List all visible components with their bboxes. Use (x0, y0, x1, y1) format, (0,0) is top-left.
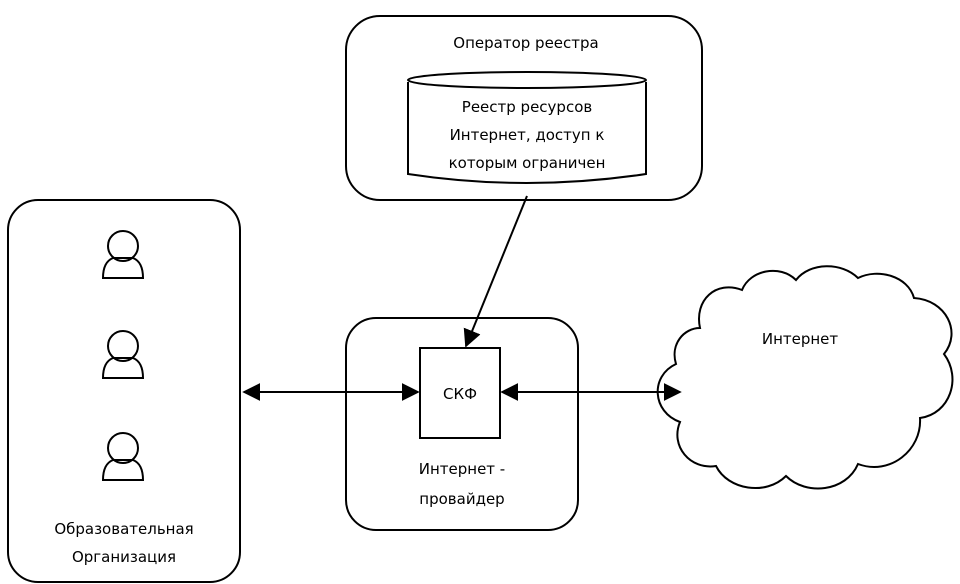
registry-database-line-1: Реестр ресурсов (462, 98, 592, 116)
isp-label-line-1: Интернет - (419, 460, 505, 478)
isp-label-line-2: провайдер (419, 490, 504, 508)
internet-cloud: Интернет (656, 265, 954, 490)
user-icon (101, 432, 145, 481)
registry-operator-box: Оператор реестра Реестр ресурсов Интерне… (345, 15, 703, 201)
organization-box: Образовательная Организация (7, 199, 241, 583)
user-icon (101, 330, 145, 379)
content-filter-box: СКФ (419, 347, 501, 439)
registry-database: Реестр ресурсов Интернет, доступ к котор… (407, 71, 647, 184)
organization-label-line-2: Организация (72, 548, 176, 566)
organization-label-line-1: Образовательная (54, 520, 193, 538)
isp-box: СКФ Интернет - провайдер (345, 317, 579, 531)
content-filter-label: СКФ (443, 385, 477, 403)
connector-registry-filter (463, 195, 528, 348)
registry-database-line-3: которым ограничен (449, 154, 606, 172)
registry-operator-title: Оператор реестра (453, 34, 598, 52)
user-icon (101, 230, 145, 279)
registry-database-line-2: Интернет, доступ к (450, 126, 605, 144)
internet-label: Интернет (762, 330, 839, 348)
